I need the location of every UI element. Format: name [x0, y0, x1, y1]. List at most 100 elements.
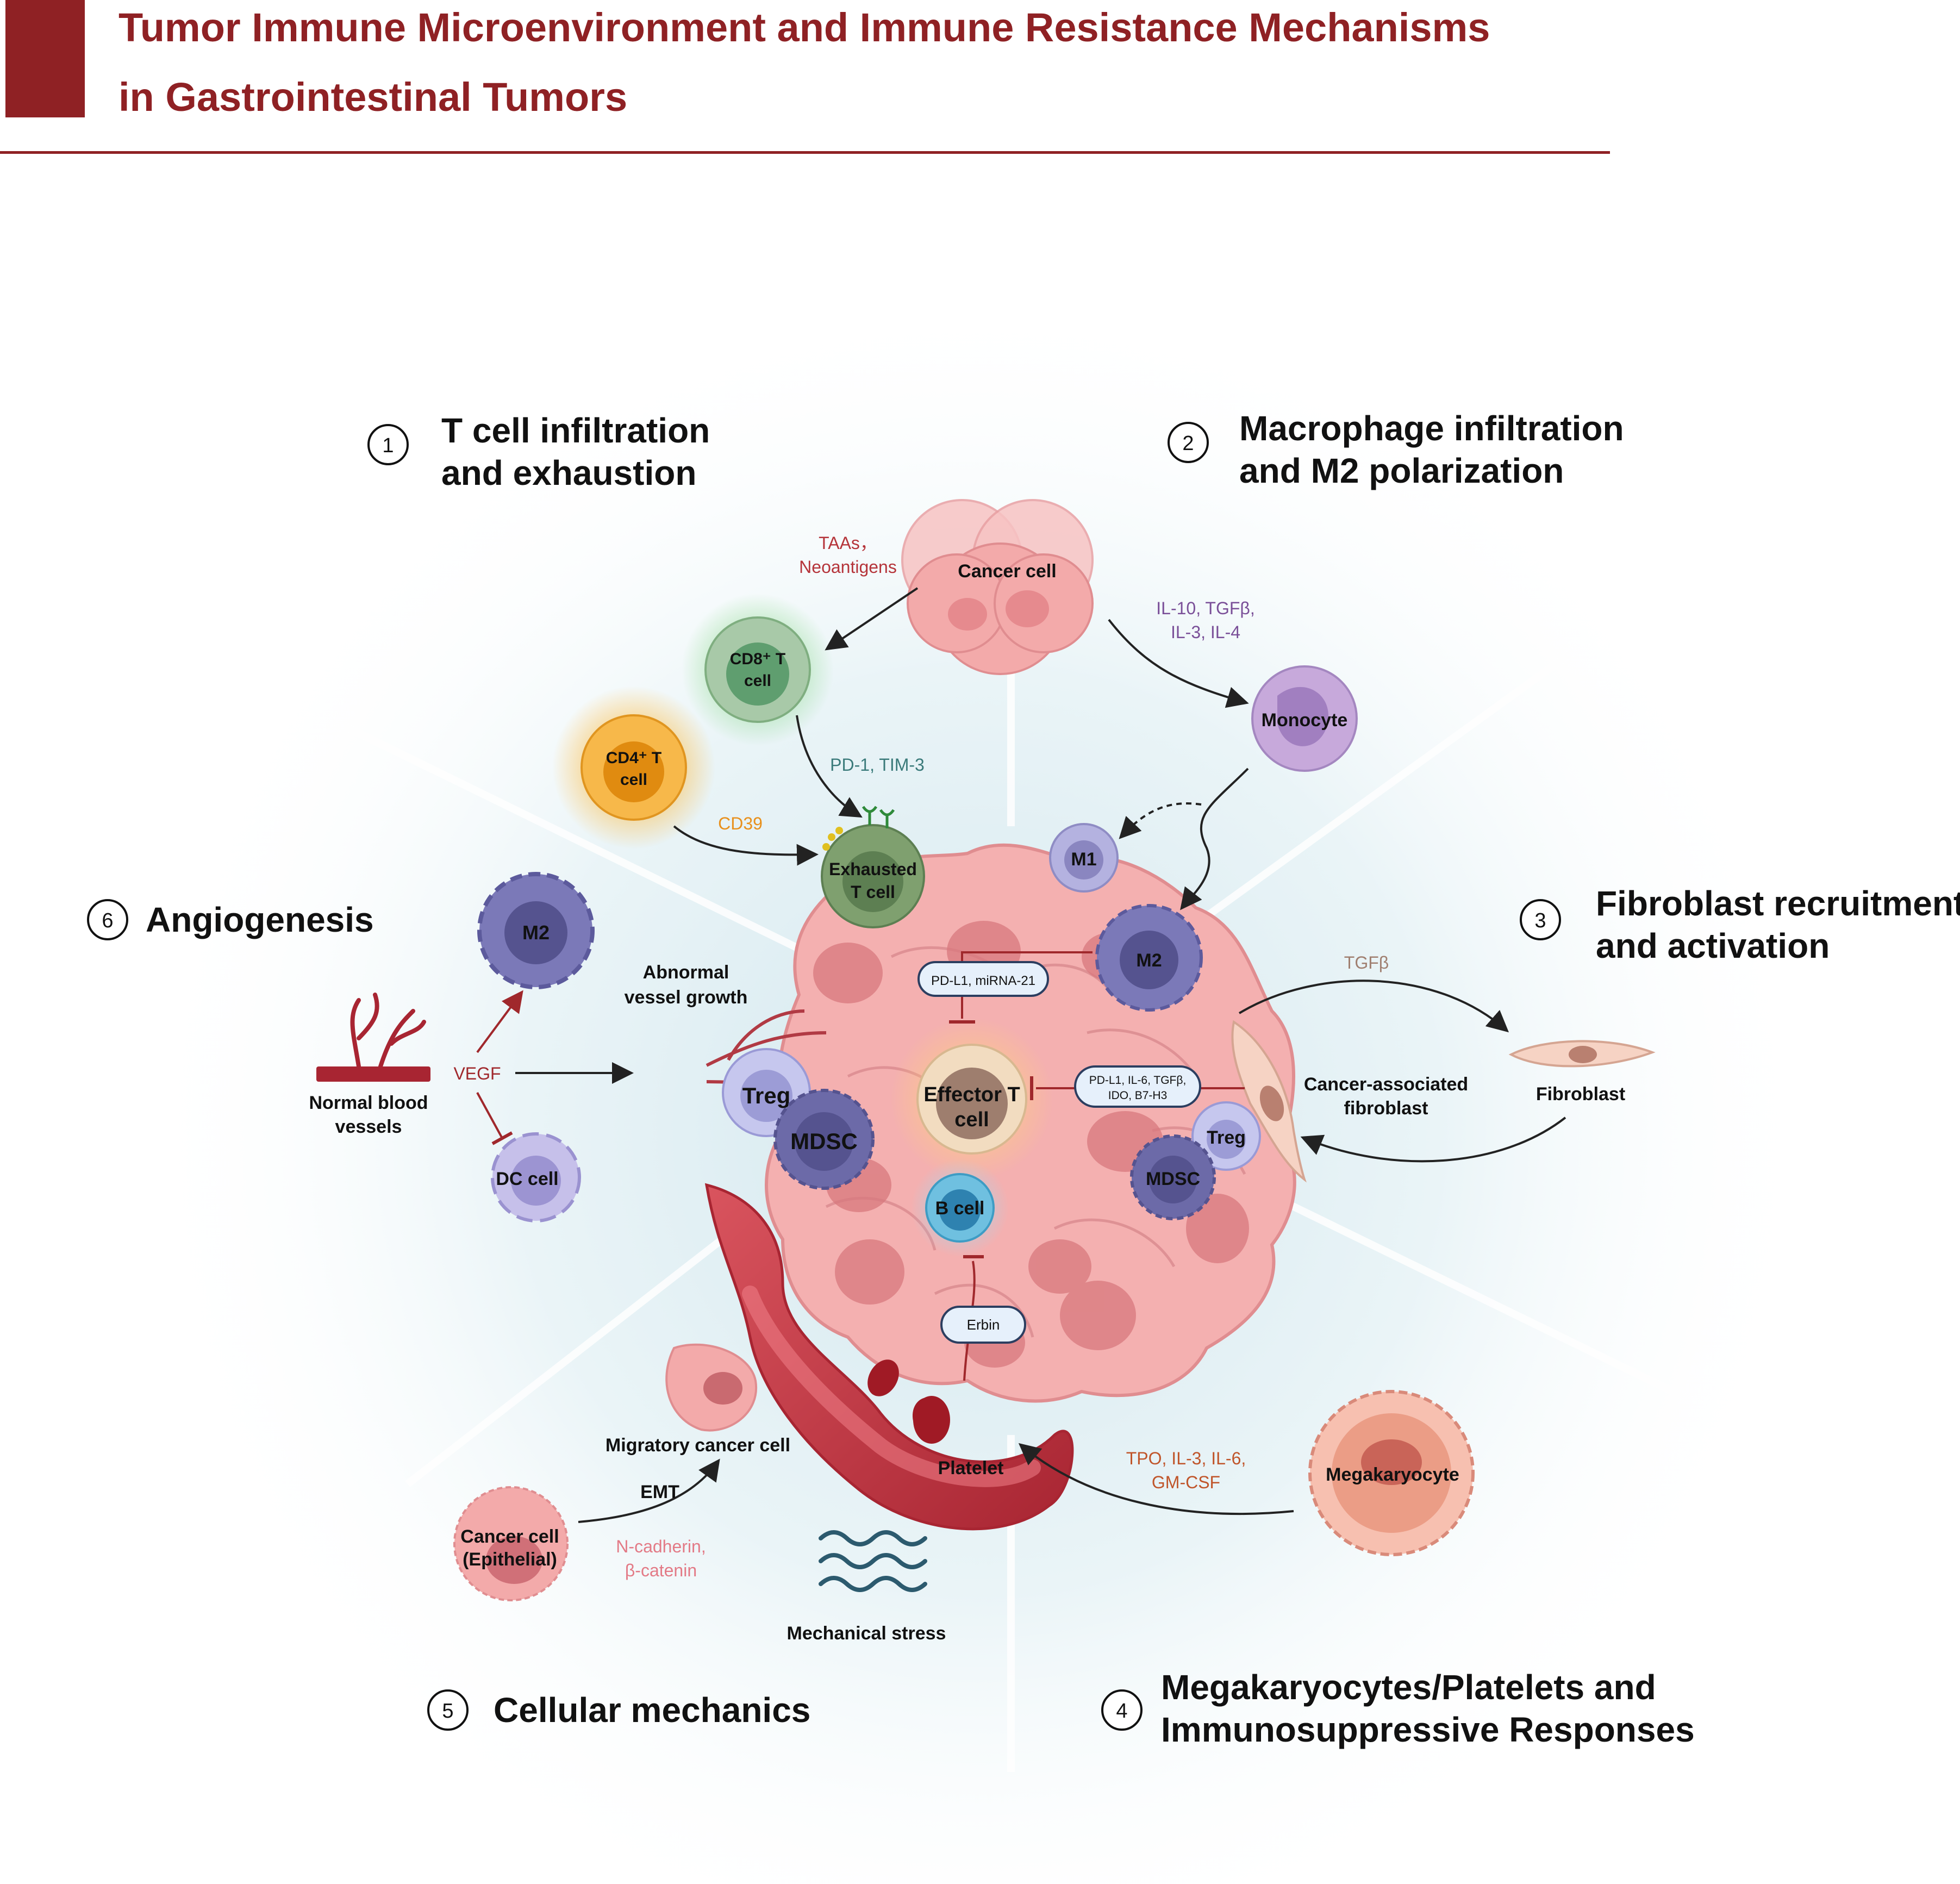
treg-label: Treg: [1207, 1127, 1246, 1148]
header-underline: [0, 151, 1610, 154]
section-number: 5: [442, 1700, 453, 1723]
ncad-label-line1: N-cadherin,: [616, 1537, 706, 1556]
section-title-line1: Megakaryocytes/Platelets and: [1161, 1668, 1656, 1707]
red-blood-cell: [867, 1359, 899, 1396]
migratory-label: Migratory cancer cell: [606, 1435, 790, 1456]
b-cell: B cell: [911, 1159, 1009, 1257]
cd39-label: CD39: [718, 814, 763, 833]
ligand-dot: [835, 827, 843, 834]
ligand-dot: [828, 833, 835, 841]
mdsc-label: MDSC: [790, 1128, 858, 1154]
treg-right: Treg: [1191, 1101, 1261, 1171]
section-title-line1: Macrophage infiltration: [1239, 409, 1624, 448]
arrow-tgfb-to-fibroblast: [1238, 980, 1509, 1033]
dc-cell-label: DC cell: [496, 1169, 558, 1189]
divider-lower-right: [1281, 1197, 1720, 1417]
pill-pdl1-il6: PD-L1, IL-6, TGFβ, IDO, B7-H3: [1074, 1065, 1201, 1108]
arrow-vegf-to-m2: [476, 990, 523, 1053]
section-title-line2: Immunosuppressive Responses: [1161, 1710, 1695, 1749]
section-number-circle: [427, 1689, 469, 1731]
pill-text-line1: PD-L1, IL-6, TGFβ,: [1089, 1074, 1187, 1087]
m2-label: M2: [522, 921, 550, 944]
arrow-monocyte-to-m1: [1119, 802, 1202, 839]
section-title-line1: Cellular mechanics: [494, 1690, 810, 1730]
tumor-blood-vessel: [704, 1009, 1074, 1531]
exhausted-t-cell: Exhausted T cell: [821, 806, 925, 928]
section-divider-lines: [302, 567, 1720, 1772]
receptor-icon: [862, 806, 878, 825]
megakaryocyte-label: Megakaryocyte: [1326, 1464, 1459, 1485]
normal-vessel-label-line2: vessels: [335, 1116, 402, 1137]
divider-upper-left: [302, 703, 817, 960]
divider-upper-right: [1193, 567, 1688, 927]
section-heading-2: 2 Macrophage infiltration and M2 polariz…: [1168, 409, 1624, 490]
section-number-circle: [367, 424, 409, 465]
receptor-icon: [879, 809, 895, 828]
arrow-cd8-to-exhausted: [796, 715, 863, 818]
arrow-fibroblast-to-caf: [1300, 1116, 1566, 1163]
exhausted-label-line2: T cell: [851, 882, 895, 902]
section-title-line1: Angiogenesis: [146, 900, 374, 939]
section-title-line2: and exhaustion: [441, 453, 696, 492]
monocyte-label: Monocyte: [1262, 710, 1348, 731]
fibroblast-label: Fibroblast: [1536, 1084, 1625, 1105]
cancer-cell-cluster: Cancer cell: [901, 499, 1094, 675]
cd8-label-line2: cell: [744, 672, 771, 690]
section-number: 6: [102, 909, 113, 932]
normal-blood-vessel: Normal blood vessels: [309, 993, 430, 1137]
tpo-label-line1: TPO, IL-3, IL-6,: [1126, 1449, 1246, 1468]
cancer-cell-label: Cancer cell: [958, 561, 1056, 582]
vegf-label: VEGF: [453, 1064, 501, 1083]
m2-label: M2: [1136, 950, 1162, 971]
cd4-label-line2: cell: [620, 771, 647, 789]
m2-macrophage-left: M2: [477, 872, 595, 989]
epithelial-label-line2: (Epithelial): [463, 1549, 557, 1570]
taas-label-line1: TAAs，: [819, 533, 877, 553]
section-number: 2: [1182, 432, 1194, 455]
treg-label: Treg: [742, 1083, 791, 1108]
platelet: Platelet: [913, 1396, 1003, 1478]
pill-erbin: Erbin: [940, 1306, 1026, 1344]
pill-text: Erbin: [967, 1317, 1000, 1333]
effector-label-line2: cell: [954, 1108, 989, 1131]
cd8-t-cell: CD8⁺ T cell: [682, 594, 834, 746]
abnormal-vessel-label-line2: vessel growth: [625, 987, 748, 1008]
section-number: 1: [382, 434, 394, 457]
taas-label-line2: Neoantigens: [799, 557, 897, 577]
section-title-line1: Fibroblast recruitment: [1596, 884, 1960, 923]
section-number: 3: [1534, 909, 1546, 932]
epithelial-cancer-cell: Cancer cell (Epithelial): [453, 1486, 569, 1601]
pill-text: PD-L1, miRNA-21: [931, 974, 1035, 988]
arrow-monocyte-to-m2: [1180, 768, 1249, 910]
page-title-line1: Tumor Immune Microenvironment and Immune…: [118, 5, 1490, 50]
section-title-line2: and M2 polarization: [1239, 451, 1564, 490]
monocyte: Monocyte: [1251, 665, 1358, 772]
header-accent-block: [5, 0, 85, 117]
caf-label-line2: fibroblast: [1344, 1098, 1428, 1119]
inhibit-vegf-to-dc: [476, 1092, 503, 1139]
arrow-megakaryocyte-to-platelet: [1018, 1443, 1294, 1515]
m1-macrophage: M1: [1049, 823, 1119, 893]
divider-lower-left: [405, 1214, 753, 1487]
dc-cell: DC cell: [491, 1132, 581, 1222]
tpo-label-line2: GM-CSF: [1152, 1473, 1220, 1492]
section-number-circle: [1520, 899, 1561, 940]
section-number-circle: [87, 899, 128, 940]
fibroblast: Fibroblast: [1508, 1040, 1656, 1105]
cd4-t-cell: CD4⁺ T cell: [552, 686, 715, 849]
epithelial-label-line1: Cancer cell: [460, 1526, 559, 1547]
cd4-label-line1: CD4⁺ T: [606, 749, 662, 767]
megakaryocyte: Megakaryocyte: [1308, 1390, 1475, 1556]
section-number-circle: [1101, 1689, 1143, 1731]
normal-vessel-label-line1: Normal blood: [309, 1093, 428, 1113]
pill-pdl1-mirna: PD-L1, miRNA-21: [917, 961, 1049, 997]
exhausted-label-line1: Exhausted: [829, 859, 917, 879]
arrow-cancer-to-cd8: [825, 587, 919, 651]
arrow-cancer-to-monocyte: [1108, 619, 1249, 708]
mechanical-stress-label: Mechanical stress: [787, 1623, 946, 1644]
mdsc-right: MDSC: [1130, 1134, 1216, 1220]
platelet-label: Platelet: [938, 1458, 1004, 1478]
pd1-label: PD-1, TIM-3: [830, 755, 925, 775]
ncad-label-line2: β-catenin: [625, 1561, 697, 1580]
